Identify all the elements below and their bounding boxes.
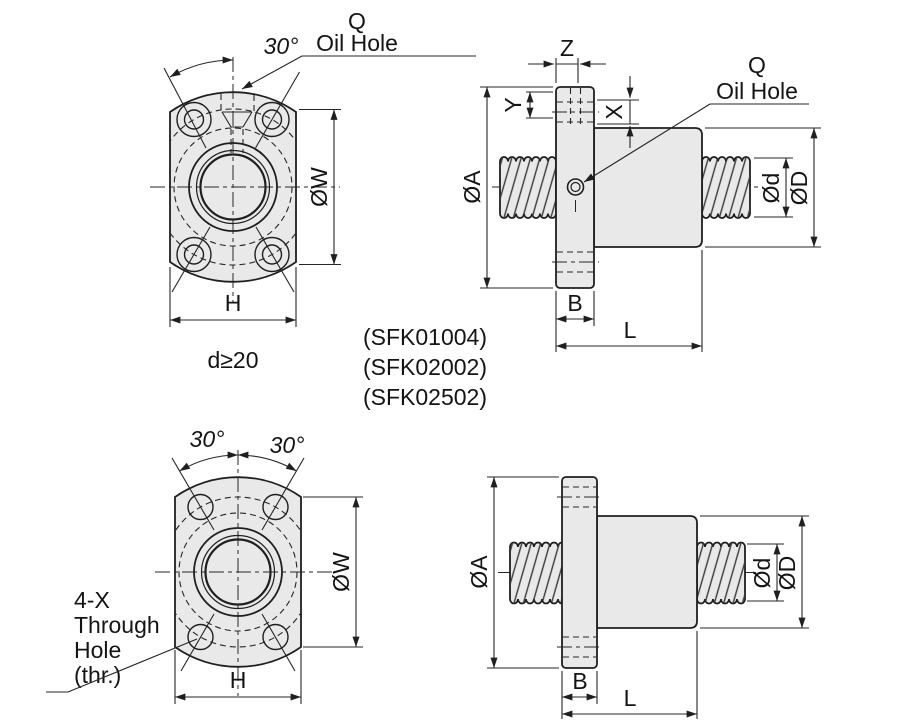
front-view-top: 30° Q Oil Hole ØW H d≥20 [150, 8, 476, 373]
dimension-angle-30: 30° [169, 33, 299, 78]
screw-thread-left [509, 541, 567, 605]
oil-hole-hidden-lines [220, 94, 255, 153]
oa-label: ØA [466, 555, 492, 589]
nut-flange [561, 476, 598, 669]
angle-left-label: 30° [190, 426, 225, 452]
oil-hole-label: Oil Hole [716, 78, 798, 104]
screw-thread-left [499, 156, 557, 219]
ow-label: ØW [328, 552, 354, 592]
dimension-h: H [169, 267, 297, 327]
part-number-2: (SFK02002) [363, 354, 487, 380]
part-number-1: (SFK01004) [363, 324, 487, 350]
dimension-h: H [174, 650, 302, 704]
dimension-od-screw: Ød [747, 543, 784, 602]
counterbored-holes [163, 67, 300, 293]
dimension-od-screw: Ød [754, 157, 793, 218]
side-view-bottom: ØA Ød ØD B L [466, 476, 809, 719]
y-label: Y [500, 97, 526, 112]
od-small-label: Ød [749, 558, 775, 589]
oil-hole [566, 178, 585, 212]
part-numbers: (SFK01004) (SFK02002) (SFK02502) [363, 324, 487, 410]
b-label: B [567, 290, 582, 316]
oa-label: ØA [459, 170, 485, 204]
x-label: X [601, 104, 627, 119]
dimension-oa: ØA [459, 86, 553, 289]
l-label: L [624, 685, 637, 711]
flange-hidden-lines [552, 88, 599, 273]
dimension-angle-30-right: 30° [237, 432, 305, 472]
callout-line-2: Through [74, 612, 160, 638]
dimension-z: Z [528, 35, 606, 83]
dimension-x: X [597, 76, 639, 148]
nut-body [593, 127, 703, 248]
l-label: L [624, 317, 637, 343]
d-note: d≥20 [208, 347, 259, 373]
angle-label: 30° [264, 33, 299, 59]
dimension-angle-30-left: 30° [179, 426, 239, 472]
h-label: H [225, 290, 242, 316]
screw-thread-right [701, 156, 751, 219]
nut-flange [555, 86, 595, 289]
oil-hole-label: Oil Hole [316, 30, 398, 56]
h-label: H [230, 667, 247, 693]
through-hole-callout: 4-X Through Hole (thr.) [46, 587, 198, 693]
oil-hole-callout: Q Oil Hole [241, 8, 476, 90]
oil-hole-q-label: Q [748, 52, 766, 78]
od-small-label: Ød [758, 173, 784, 204]
dimension-l: L [562, 631, 698, 719]
side-view-top: Z Y X ØA Ød [459, 35, 821, 352]
od-big-label: ØD [786, 171, 812, 206]
part-number-3: (SFK02502) [363, 384, 487, 410]
screw-thread-right [696, 541, 746, 605]
flange-hidden-lines [557, 486, 603, 658]
dimension-b: B [555, 290, 595, 352]
od-big-label: ØD [774, 556, 800, 591]
dimension-od-body: ØD [705, 127, 821, 248]
callout-line-3: Hole [74, 637, 121, 663]
nut-body [596, 515, 698, 629]
through-holes [171, 457, 305, 672]
z-label: Z [560, 35, 574, 61]
dimension-y: Y [500, 91, 553, 119]
callout-line-4: (thr.) [74, 662, 121, 688]
dimension-ow: ØW [299, 108, 341, 266]
b-label: B [572, 668, 587, 694]
dimension-od-body: ØD [700, 515, 809, 629]
oil-hole-q-label: Q [348, 8, 366, 34]
front-view-bottom: 30° 30° ØW H 4-X Through Hole (thr.) [46, 426, 363, 704]
angle-right-label: 30° [270, 432, 305, 458]
dimension-l: L [556, 250, 703, 352]
dimension-oa: ØA [466, 476, 559, 669]
oil-hole-callout-side: Q Oil Hole [583, 52, 809, 183]
dimension-ow: ØW [303, 496, 363, 648]
ow-label: ØW [306, 167, 332, 207]
dimension-b: B [561, 668, 598, 719]
callout-line-1: 4-X [74, 587, 110, 613]
